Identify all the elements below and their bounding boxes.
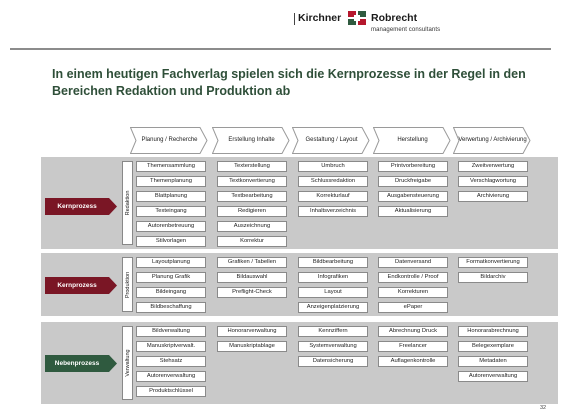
area-label-box: Redaktion bbox=[122, 161, 133, 245]
activity-box: Korrekturen bbox=[378, 287, 448, 298]
activity-box: Preflight-Check bbox=[217, 287, 287, 298]
activity-box: Anzeigenplatzierung bbox=[298, 302, 368, 313]
area-label: Produktion bbox=[124, 271, 131, 298]
activity-box: Korrekturlauf bbox=[298, 191, 368, 202]
activity-box: Honorarverwaltung bbox=[217, 326, 287, 337]
activity-box: Bildverwaltung bbox=[136, 326, 206, 337]
activity-box: Umbruch bbox=[298, 161, 368, 172]
activity-box: Texteingang bbox=[136, 206, 206, 217]
page-title: In einem heutigen Fachverlag spielen sic… bbox=[52, 67, 526, 98]
process-label: Kernprozess bbox=[57, 282, 97, 289]
process-arrow: Nebenprozess bbox=[45, 355, 117, 372]
activity-box: Druckfreigabe bbox=[378, 176, 448, 187]
activity-box: Belegexemplare bbox=[458, 341, 528, 352]
activity-box: Printvorbereitung bbox=[378, 161, 448, 172]
logo-tagline: management consultants bbox=[371, 27, 441, 33]
chevron-shape bbox=[453, 127, 531, 154]
phase-header-label: Herstellung bbox=[397, 137, 428, 143]
activity-box: Bildauswahl bbox=[217, 272, 287, 283]
activity-box: Verschlagwortung bbox=[458, 176, 528, 187]
activity-box: Bildeingang bbox=[136, 287, 206, 298]
activity-box: Datenversand bbox=[378, 257, 448, 268]
logo-mark-icon bbox=[348, 11, 366, 25]
activity-box: Abrechnung Druck bbox=[378, 326, 448, 337]
chevron-shape bbox=[373, 127, 451, 154]
process-arrow: Kernprozess bbox=[45, 198, 117, 215]
activity-box: Zweitverwertung bbox=[458, 161, 528, 172]
phase-header-label: Erstellung Inhalte bbox=[228, 137, 275, 143]
arrow-right-icon bbox=[45, 277, 117, 294]
logo-name-right: Robrecht bbox=[371, 12, 418, 24]
arrow-right-icon bbox=[45, 198, 117, 215]
phase-header: Verwertung / Archivierung bbox=[453, 127, 531, 154]
logo-name-left: Kirchner bbox=[293, 12, 342, 25]
phase-header-label: Gestaltung / Layout bbox=[305, 137, 358, 143]
activity-box: Textkonvertierung bbox=[217, 176, 287, 187]
company-logo: Kirchner Robrecht management consultants bbox=[293, 6, 488, 42]
activity-box: Systemverwaltung bbox=[298, 341, 368, 352]
activity-box: Honorarabrechnung bbox=[458, 326, 528, 337]
activity-box: Grafiken / Tabellen bbox=[217, 257, 287, 268]
activity-box: Blattplanung bbox=[136, 191, 206, 202]
activity-box: Inhaltsverzeichnis bbox=[298, 206, 368, 217]
phase-header: Erstellung Inhalte bbox=[212, 127, 290, 154]
activity-box: Redigieren bbox=[217, 206, 287, 217]
activity-box: Themensammlung bbox=[136, 161, 206, 172]
activity-box: Ausgabensteuerung bbox=[378, 191, 448, 202]
chevron-shape bbox=[212, 127, 290, 154]
activity-box: Themenplanung bbox=[136, 176, 206, 187]
activity-box: Produktschlüssel bbox=[136, 386, 206, 397]
activity-box: Auflagenkontrolle bbox=[378, 356, 448, 367]
activity-box: Layoutplanung bbox=[136, 257, 206, 268]
activity-box: Aktualisierung bbox=[378, 206, 448, 217]
activity-box: Auszeichnung bbox=[217, 221, 287, 232]
activity-box: Schlussredaktion bbox=[298, 176, 368, 187]
phase-header: Gestaltung / Layout bbox=[292, 127, 370, 154]
chevron-shape bbox=[292, 127, 370, 154]
activity-box: Korrektur bbox=[217, 236, 287, 247]
activity-box: ePaper bbox=[378, 302, 448, 313]
phase-header-label: Verwertung / Archivierung bbox=[458, 137, 527, 143]
activity-box: Planung Grafik bbox=[136, 272, 206, 283]
chevron-shape bbox=[130, 127, 208, 154]
activity-box: Autorenverwaltung bbox=[136, 371, 206, 382]
area-label: Redaktion bbox=[124, 190, 131, 216]
activity-box: Layout bbox=[298, 287, 368, 298]
activity-box: Textbearbeitung bbox=[217, 191, 287, 202]
process-label: Nebenprozess bbox=[54, 360, 100, 367]
activity-box: Manuskriptverwalt. bbox=[136, 341, 206, 352]
activity-box: Datensicherung bbox=[298, 356, 368, 367]
area-label: Verwaltung bbox=[124, 349, 131, 377]
process-label: Kernprozess bbox=[57, 203, 97, 210]
activity-box: Bildbearbeitung bbox=[298, 257, 368, 268]
activity-box: Stehsatz bbox=[136, 356, 206, 367]
activity-box: Autorenbetreuung bbox=[136, 221, 206, 232]
activity-box: Bildarchiv bbox=[458, 272, 528, 283]
activity-box: Infografiken bbox=[298, 272, 368, 283]
activity-box: Autorenverwaltung bbox=[458, 371, 528, 382]
activity-box: Archivierung bbox=[458, 191, 528, 202]
header-divider bbox=[10, 48, 551, 50]
activity-box: Formatkonvertierung bbox=[458, 257, 528, 268]
activity-box: Stilvorlagen bbox=[136, 236, 206, 247]
area-label-box: Verwaltung bbox=[122, 326, 133, 400]
arrow-right-icon bbox=[45, 355, 117, 372]
process-arrow: Kernprozess bbox=[45, 277, 117, 294]
activity-box: Endkontrolle / Proof bbox=[378, 272, 448, 283]
phase-header-label: Planung / Recherche bbox=[141, 137, 198, 143]
area-label-box: Produktion bbox=[122, 257, 133, 312]
phase-header: Planung / Recherche bbox=[130, 127, 208, 154]
activity-box: Kennziffern bbox=[298, 326, 368, 337]
activity-box: Manuskriptablage bbox=[217, 341, 287, 352]
activity-box: Metadaten bbox=[458, 356, 528, 367]
activity-box: Freelancer bbox=[378, 341, 448, 352]
activity-box: Texterstellung bbox=[217, 161, 287, 172]
activity-box: Bildbeschaffung bbox=[136, 302, 206, 313]
page-number: 32 bbox=[540, 405, 547, 411]
phase-header: Herstellung bbox=[373, 127, 451, 154]
